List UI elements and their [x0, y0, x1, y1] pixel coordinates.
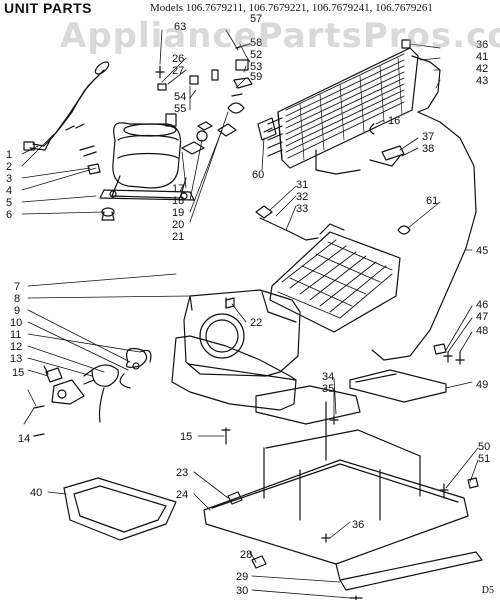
callout-46: 46 [476, 299, 488, 311]
callout-35: 35 [322, 383, 334, 395]
bracket-49 [349, 369, 447, 403]
diagram-code: D5 [481, 585, 494, 596]
callout-36a: 36 [476, 39, 488, 51]
callout-43: 43 [476, 75, 488, 87]
callout-5: 5 [6, 197, 12, 209]
callout-26: 26 [172, 53, 184, 65]
callout-22: 22 [250, 317, 262, 329]
callout-23: 23 [176, 467, 188, 479]
callout-45: 45 [476, 245, 488, 257]
callout-3: 3 [6, 173, 12, 185]
callout-15a: 15 [12, 367, 24, 379]
callout-16: 16 [388, 115, 400, 127]
callout-52: 52 [250, 49, 262, 61]
callout-41: 41 [476, 51, 488, 63]
callout-20: 20 [172, 219, 184, 231]
callout-55: 55 [174, 103, 186, 115]
callout-50: 50 [478, 441, 490, 453]
callout-19: 19 [172, 207, 184, 219]
callout-27: 27 [172, 65, 184, 77]
screws [33, 297, 231, 445]
callout-59: 59 [250, 71, 262, 83]
callout-34: 34 [322, 371, 334, 383]
compressor [99, 113, 195, 201]
condenser-coil [267, 39, 441, 169]
callout-28: 28 [240, 549, 252, 561]
callout-11: 11 [10, 329, 21, 341]
callout-38: 38 [422, 143, 434, 155]
callout-2: 2 [6, 161, 12, 173]
callout-32: 32 [296, 191, 308, 203]
callout-61: 61 [426, 195, 438, 207]
clip-61 [397, 225, 411, 235]
compressor-hardware [79, 145, 115, 221]
callout-7: 7 [14, 281, 20, 293]
callout-57: 57 [250, 13, 262, 25]
callout-40: 40 [30, 487, 42, 499]
condenser-bracket [257, 117, 277, 141]
callout-63: 63 [174, 21, 186, 33]
callout-6: 6 [6, 209, 12, 221]
callout-21: 21 [172, 231, 184, 243]
callout-14: 14 [18, 433, 30, 445]
fan-motor-assembly [33, 347, 152, 423]
callout-58: 58 [250, 37, 262, 49]
callout-36b: 36 [352, 519, 364, 531]
callout-15b: 15 [180, 431, 192, 443]
callout-47: 47 [476, 311, 488, 323]
callout-9: 9 [14, 305, 20, 317]
bracket-hardware [433, 343, 465, 365]
callout-17: 17 [172, 183, 184, 195]
callout-4: 4 [6, 185, 12, 197]
callout-49: 49 [476, 379, 488, 391]
callout-30: 30 [236, 585, 248, 597]
callout-31: 31 [296, 179, 308, 191]
callout-8: 8 [14, 293, 20, 305]
callout-53: 53 [250, 61, 262, 73]
callout-1: 1 [6, 149, 12, 161]
unit-base-frame [203, 385, 483, 600]
callout-29: 29 [236, 571, 248, 583]
callout-10: 10 [10, 317, 22, 329]
callout-48: 48 [476, 325, 488, 337]
callout-24: 24 [176, 489, 188, 501]
callout-60: 60 [252, 169, 264, 181]
callout-42: 42 [476, 63, 488, 75]
evaporator-coil [255, 205, 401, 333]
callout-labels: 1 2 3 4 5 6 7 8 9 10 11 12 13 14 15 15 1… [6, 13, 490, 597]
model-numbers: Models 106.7679211, 106.7679221, 106.767… [150, 2, 433, 14]
power-cord [23, 61, 110, 151]
callout-12: 12 [10, 341, 22, 353]
callout-51: 51 [478, 453, 490, 465]
callout-18: 18 [172, 195, 184, 207]
relay-cluster [155, 43, 253, 155]
callout-33: 33 [296, 203, 308, 215]
drier-tubing [315, 111, 477, 361]
drain-pan [63, 477, 177, 541]
callout-13: 13 [10, 353, 22, 365]
callout-54: 54 [174, 91, 186, 103]
callout-37: 37 [422, 131, 434, 143]
leader-lines [21, 29, 479, 599]
diagram-title: UNIT PARTS [4, 0, 92, 16]
